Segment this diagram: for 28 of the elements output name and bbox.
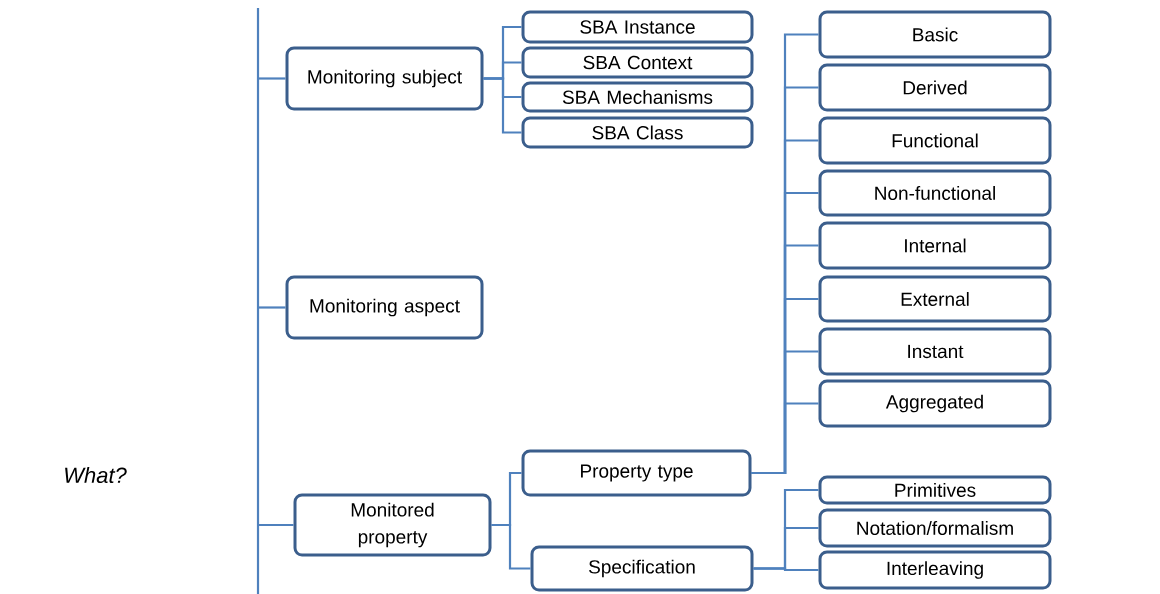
- category-box: Specification: [530, 545, 754, 592]
- connector-line: [753, 567, 819, 572]
- category-box: Instant: [818, 327, 1052, 376]
- category-box: Property type: [521, 449, 752, 497]
- category-box: Interleaving: [818, 550, 1052, 590]
- category-box: Aggregated: [818, 379, 1052, 428]
- category-box: Primitives: [818, 475, 1052, 505]
- connector-line: [483, 77, 522, 134]
- category-box: Non-functional: [818, 169, 1052, 217]
- category-box: Monitored property: [293, 493, 492, 557]
- category-box: Monitoring aspect: [285, 275, 484, 340]
- category-box: Derived: [818, 63, 1052, 112]
- category-box: Monitoring subject: [285, 46, 484, 111]
- connector-line: [491, 523, 531, 570]
- connector-line: [258, 77, 286, 80]
- category-box: SBA Instance: [521, 10, 754, 44]
- category-box: SBA Class: [521, 116, 754, 149]
- category-box: Functional: [818, 116, 1052, 165]
- category-box: Internal: [818, 221, 1052, 270]
- category-box: External: [818, 275, 1052, 323]
- connector-line: [751, 402, 819, 475]
- category-box: Notation/formalism: [818, 508, 1052, 548]
- category-box: SBA Context: [521, 46, 754, 79]
- category-box: Basic: [818, 10, 1052, 59]
- side-label: What?: [65, 466, 127, 484]
- connector-line: [258, 306, 286, 309]
- category-box: SBA Mechanisms: [521, 81, 754, 113]
- connector-line: [258, 523, 294, 527]
